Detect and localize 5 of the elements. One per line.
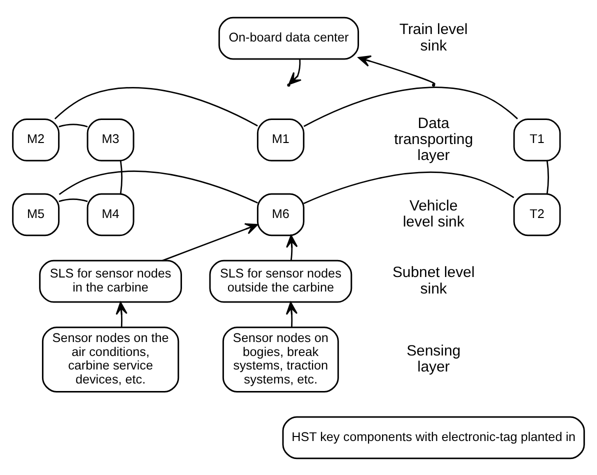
label: Sensing layer (406, 342, 461, 375)
label: Vehicle level sink (402, 197, 464, 230)
label: Data transporting layer (394, 114, 474, 164)
label: Subnet level sink (392, 264, 475, 297)
label: Train level sink (399, 20, 468, 54)
